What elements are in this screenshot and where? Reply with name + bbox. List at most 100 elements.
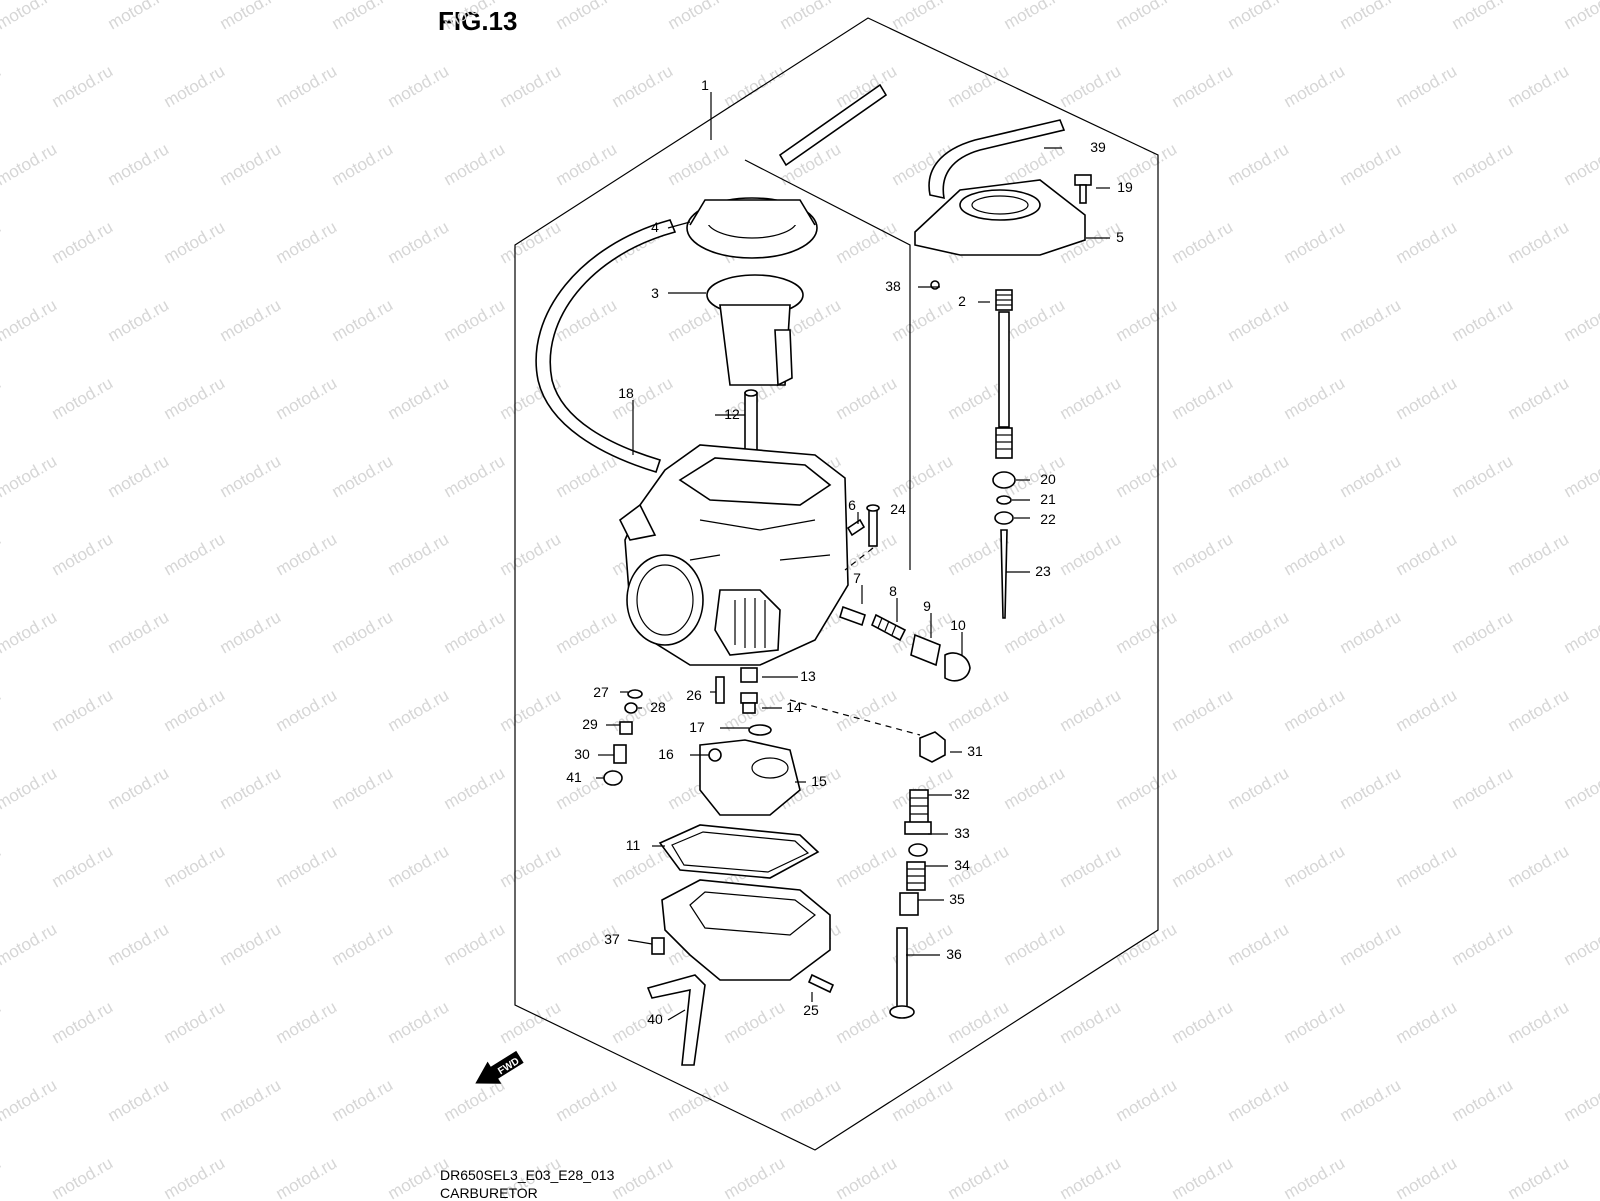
- watermark-text: motod.ru: [49, 61, 117, 111]
- watermark-text: motod.ru: [273, 685, 341, 735]
- watermark-text: motod.ru: [1561, 607, 1600, 657]
- watermark-text: motod.ru: [1281, 217, 1349, 267]
- watermark-text: motod.ru: [1449, 607, 1517, 657]
- watermark-text: motod.ru: [49, 217, 117, 267]
- watermark-text: motod.ru: [217, 139, 285, 189]
- watermark-text: motod.ru: [161, 529, 229, 579]
- watermark-text: motod.ru: [0, 1153, 4, 1200]
- callout-2: 2: [958, 293, 966, 309]
- watermark-text: motod.ru: [1225, 1075, 1293, 1125]
- watermark-text: motod.ru: [1505, 529, 1573, 579]
- watermark-text: motod.ru: [441, 607, 509, 657]
- watermark-text: motod.ru: [441, 139, 509, 189]
- watermark-text: motod.ru: [217, 919, 285, 969]
- callout-7: 7: [853, 570, 861, 586]
- watermark-text: motod.ru: [0, 217, 4, 267]
- watermark-text: motod.ru: [1169, 997, 1237, 1047]
- watermark-text: motod.ru: [1225, 451, 1293, 501]
- callout-9: 9: [923, 598, 931, 614]
- watermark-text: motod.ru: [497, 997, 565, 1047]
- diaphragm-4: [687, 198, 817, 258]
- callout-35: 35: [949, 891, 965, 907]
- watermark-text: motod.ru: [889, 0, 957, 33]
- watermark-text: motod.ru: [497, 61, 565, 111]
- callout-18: 18: [618, 385, 634, 401]
- watermark-text: motod.ru: [721, 61, 789, 111]
- watermark-text: motod.ru: [1057, 61, 1125, 111]
- o-ring-17: [749, 725, 771, 735]
- jet-26: [716, 677, 724, 703]
- watermark-text: motod.ru: [1337, 0, 1405, 33]
- watermark-text: motod.ru: [833, 217, 901, 267]
- watermark-text: motod.ru: [1449, 1075, 1517, 1125]
- bolt-37: [652, 938, 664, 954]
- spring-29: [620, 722, 632, 734]
- watermark-text: motod.ru: [497, 529, 565, 579]
- watermark-text: motod.ru: [161, 997, 229, 1047]
- o-ring-27: [628, 690, 642, 698]
- watermark-text: motod.ru: [0, 997, 4, 1047]
- watermark-text: motod.ru: [385, 997, 453, 1047]
- watermark-text: motod.ru: [553, 139, 621, 189]
- washer-28: [625, 703, 637, 713]
- e-ring-21: [997, 496, 1011, 504]
- watermark-text: motod.ru: [945, 997, 1013, 1047]
- watermark-text: motod.ru: [1561, 139, 1600, 189]
- watermark-text: motod.ru: [1225, 0, 1293, 33]
- hose-18: [536, 220, 675, 472]
- watermark-text: motod.ru: [1281, 529, 1349, 579]
- watermark-text: motod.ru: [721, 997, 789, 1047]
- washer-22: [995, 512, 1013, 524]
- callout-24: 24: [890, 501, 906, 517]
- callout-10: 10: [950, 617, 966, 633]
- callout-25: 25: [803, 1002, 819, 1018]
- watermark-text: motod.ru: [385, 685, 453, 735]
- watermark-text: motod.ru: [665, 1075, 733, 1125]
- callout-31: 31: [967, 743, 983, 759]
- spring-8: [872, 615, 905, 640]
- watermark-text: motod.ru: [329, 139, 397, 189]
- cap-41: [604, 771, 622, 785]
- callout-27: 27: [593, 684, 609, 700]
- spring-lower: [996, 428, 1012, 458]
- watermark-text: motod.ru: [273, 217, 341, 267]
- watermark-text: motod.ru: [1505, 997, 1573, 1047]
- callout-26: 26: [686, 687, 702, 703]
- watermark-text: motod.ru: [49, 1153, 117, 1200]
- watermark-text: motod.ru: [0, 0, 60, 33]
- watermark-text: motod.ru: [1505, 373, 1573, 423]
- watermark-text: motod.ru: [609, 1153, 677, 1200]
- watermark-text: motod.ru: [0, 451, 60, 501]
- jet-needle-23: [1001, 530, 1007, 618]
- watermark-text: motod.ru: [1393, 373, 1461, 423]
- watermark-text: motod.ru: [273, 373, 341, 423]
- watermark-text: motod.ru: [1113, 295, 1181, 345]
- o-ring-33: [909, 844, 927, 856]
- watermark-text: motod.ru: [1561, 0, 1600, 33]
- watermark-text: motod.ru: [833, 685, 901, 735]
- watermark-text: motod.ru: [1337, 763, 1405, 813]
- watermark-text: motod.ru: [49, 997, 117, 1047]
- watermark-text: motod.ru: [1337, 1075, 1405, 1125]
- plug-30: [614, 745, 626, 763]
- callout-21: 21: [1040, 491, 1056, 507]
- watermark-text: motod.ru: [1113, 451, 1181, 501]
- screw-7: [840, 607, 865, 625]
- watermark-text: motod.ru: [385, 61, 453, 111]
- watermark-text: motod.ru: [1169, 529, 1237, 579]
- watermark-text: motod.ru: [1001, 607, 1069, 657]
- watermark-text: motod.ru: [609, 61, 677, 111]
- watermark-text: motod.ru: [1057, 529, 1125, 579]
- watermark-text: motod.ru: [105, 919, 173, 969]
- watermark-text: motod.ru: [0, 841, 4, 891]
- diagram-code: DR650SEL3_E03_E28_013: [440, 1167, 614, 1183]
- watermark-text: motod.ru: [161, 61, 229, 111]
- watermark-text: motod.ru: [1281, 61, 1349, 111]
- watermark-text: motod.ru: [161, 217, 229, 267]
- watermark-text: motod.ru: [385, 217, 453, 267]
- watermark-text: motod.ru: [1561, 451, 1600, 501]
- watermark-text: motod.ru: [665, 139, 733, 189]
- watermark-text: motod.ru: [105, 1075, 173, 1125]
- watermark-text: motod.ru: [889, 451, 957, 501]
- watermark-text: motod.ru: [553, 607, 621, 657]
